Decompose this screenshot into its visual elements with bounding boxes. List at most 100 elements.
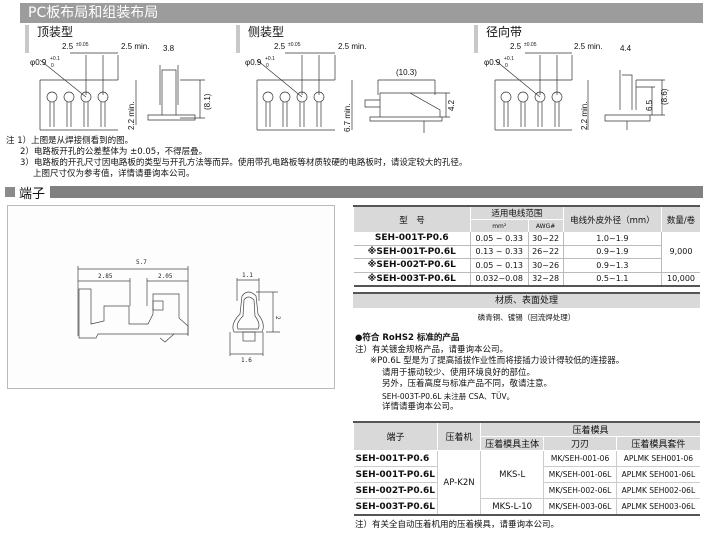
machine-cell: AP-K2N xyxy=(437,450,481,516)
header-quantity: 数量/卷 xyxy=(661,206,700,232)
material-value: 磷青铜、镀锡（回流焊处理） xyxy=(477,313,576,322)
top-mount-layout xyxy=(39,52,205,131)
dim-height-1: 6.5 xyxy=(645,99,654,111)
kit-cell: APLMK SEH003-06L xyxy=(615,498,700,516)
dim-depth: 2.2 min. xyxy=(127,102,136,130)
section-title-text: 端子 xyxy=(19,187,46,202)
dim-top-width: 1.1 xyxy=(242,272,253,279)
qty-cell: 9,000 xyxy=(661,232,700,273)
model-cell: ※SEH-003T-P0.6L xyxy=(353,272,471,287)
qty-cell: 10,000 xyxy=(661,272,700,287)
note-2: 2）电路板开孔的公差整体为 ±0.05，不得层叠。 xyxy=(20,147,208,157)
terminal-cell: SEH-001T-P0.6L xyxy=(353,466,438,483)
terminal-drawing: 5.7 2.85 2.05 1.1 2 1.6 xyxy=(7,205,335,389)
pcb-layout-drawings: 2.5 ±0.05 2.5 min. φ0.9 +0.1 0 2.2 min. … xyxy=(30,42,669,133)
model-cell: SEH-001T-P0.6 xyxy=(353,232,471,246)
terminal-spec-table: 型 号 适用电线范围 电线外皮外径（mm） 数量/卷 mm² AWG# SEH-… xyxy=(353,205,700,287)
header-terminal: 端子 xyxy=(352,422,438,451)
die-body-cell: MKS-L-10 xyxy=(480,498,544,516)
view-label-radial: 径向带 xyxy=(474,25,522,53)
dim-hole-tol-lower: 0 xyxy=(51,63,54,69)
awg-cell: 26~22 xyxy=(527,245,564,259)
kit-cell: APLMK SEH001-06L xyxy=(615,466,700,483)
note-line: SEH-003T-P0.6L 未注册 CSA、TÜV。 xyxy=(382,391,515,401)
mm2-cell: 0.032~0.08 xyxy=(470,272,529,287)
awg-cell: 30~22 xyxy=(527,232,564,246)
dim-pitch-tol: ±0.05 xyxy=(524,42,537,48)
dim-min: 2.5 min. xyxy=(338,42,366,51)
header-awg: AWG# xyxy=(527,219,564,232)
terminal-cell: SEH-002T-P0.6L xyxy=(353,482,438,499)
section-title-pcb-layout: PC板布局和组装布局 xyxy=(20,3,703,23)
awg-cell: 30~26 xyxy=(527,258,564,273)
note-line: 注）有关镀金规格产品，请垂询本公司。 xyxy=(355,344,509,355)
blade-cell: MK/SEH-003-06L xyxy=(543,498,617,516)
section-title-terminal: 端子 xyxy=(5,185,703,202)
header-model: 型 号 xyxy=(353,206,471,232)
kit-cell: APLMK SEH001-06 xyxy=(615,450,700,467)
view-label-top: 顶装型 xyxy=(25,25,73,53)
material-header: 材质、表面处理 xyxy=(353,292,700,308)
blade-cell: MK/SEH-001-06 xyxy=(543,450,617,467)
dim-depth: 6.7 min. xyxy=(343,104,352,132)
section-marker xyxy=(5,187,15,197)
dim-width: 3.8 xyxy=(163,44,175,53)
dim-pitch: 2.5 xyxy=(510,42,522,51)
od-cell: 0.5~1.1 xyxy=(562,272,662,287)
dim-min: 2.5 min. xyxy=(121,42,149,51)
mm2-cell: 0.13 ~ 0.33 xyxy=(470,245,529,259)
header-wire-range: 适用电线范围 xyxy=(470,206,564,220)
terminal-cell: SEH-003T-P0.6L xyxy=(353,498,438,516)
table-row: SEH-003T-P0.6L MKS-L-10 MK/SEH-003-06L A… xyxy=(353,498,700,516)
dim-depth: 2.2 min. xyxy=(580,102,589,130)
model-cell: ※SEH-001T-P0.6L xyxy=(353,245,471,259)
side-mount-layout xyxy=(256,52,450,133)
dim-hole-tol-upper: +0.1 xyxy=(504,56,514,62)
dim-hole: φ0.9 xyxy=(484,58,501,67)
note-line: ※P0.6L 型是为了提高插拔作业性而将接插力设计得较低的连接器。 xyxy=(370,356,625,366)
mm2-cell: 0.05 ~ 0.13 xyxy=(470,258,529,273)
die-body-cell: MKS-L xyxy=(480,450,544,499)
dim-hole: φ0.9 xyxy=(245,58,262,67)
table-row: SEH-001T-P0.6 0.05 ~ 0.33 30~22 1.0~1.9 … xyxy=(353,232,700,273)
dim-width: 4.4 xyxy=(620,44,632,53)
table-row: SEH-001T-P0.6L MK/SEH-001-06L APLMK SEH0… xyxy=(353,466,700,483)
end-note: 注）有关全自动压着机用的压着模具，请垂询本公司。 xyxy=(355,520,560,530)
table-row: SEH-002T-P0.6L MK/SEH-002-06L APLMK SEH0… xyxy=(353,482,700,499)
section-bar xyxy=(50,186,703,198)
note-4: 上图尺寸仅为参考值，详情请垂询本公司。 xyxy=(33,169,195,179)
blade-cell: MK/SEH-001-06L xyxy=(543,466,617,483)
od-cell: 1.0~1.9 xyxy=(562,232,662,246)
header-machine: 压着机 xyxy=(437,422,481,451)
dim-total-length: 5.7 xyxy=(136,259,147,266)
dim-hole-tol-lower: 0 xyxy=(266,63,269,69)
table-row: SEH-001T-P0.6 AP-K2N MKS-L MK/SEH-001-06… xyxy=(353,450,700,516)
header-die: 压着模具 xyxy=(480,422,700,437)
dim-hole: φ0.9 xyxy=(30,58,47,67)
blade-cell: MK/SEH-002-06L xyxy=(543,482,617,499)
note-line: 另外，压着高度与标准产品不同，敬请注意。 xyxy=(382,379,553,389)
view-label-side: 侧装型 xyxy=(236,25,284,53)
od-cell: 0.9~1.9 xyxy=(562,245,662,259)
crimp-tool-table: 端子 压着机 压着模具 压着模具主体 刀刃 压着模具套件 SEH-001T-P0… xyxy=(352,421,700,516)
awg-cell: 32~28 xyxy=(527,272,564,287)
dim-height-2: (8.6) xyxy=(660,88,669,105)
note-3: 3）电路板的开孔尺寸因电路板的类型与开孔方法等而异。使用带孔电路板等材质较硬的电… xyxy=(20,158,468,168)
header-die-body: 压着模具主体 xyxy=(480,436,544,451)
dim-height: 4.2 xyxy=(447,99,456,111)
header-mm2: mm² xyxy=(470,219,529,232)
table-row: ※SEH-003T-P0.6L 0.032~0.08 32~28 0.5~1.1… xyxy=(353,272,700,287)
dim-left-length: 2.85 xyxy=(98,273,113,280)
table-row: ※SEH-001T-P0.6L 0.13 ~ 0.33 26~22 0.9~1.… xyxy=(353,245,701,259)
note-line: 请用于振动较少、使用环境良好的部位。 xyxy=(382,367,536,378)
od-cell: 0.9~1.3 xyxy=(562,258,662,273)
pcb-pads xyxy=(46,91,109,127)
dim-pitch-tol: ±0.05 xyxy=(288,42,301,48)
kit-cell: APLMK SEH002-06L xyxy=(615,482,700,499)
header-kit: 压着模具套件 xyxy=(615,436,700,451)
dim-bottom-width: 1.6 xyxy=(241,357,252,364)
dim-hole-tol-upper: +0.1 xyxy=(50,56,60,62)
dim-length: (10.3) xyxy=(396,68,417,77)
header-blade: 刀刃 xyxy=(543,436,617,451)
rohs-heading: ●符合 RoHS2 标准的产品 xyxy=(355,333,460,343)
